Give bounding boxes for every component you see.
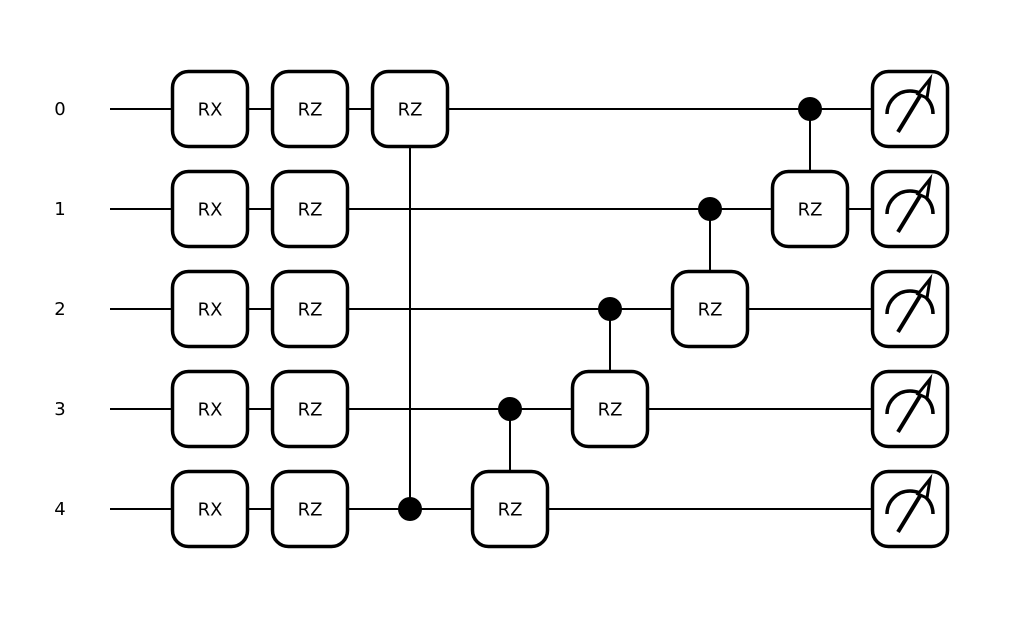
measurement <box>870 269 950 349</box>
meter-needle-icon <box>896 189 925 234</box>
wire-label: 0 <box>54 99 65 120</box>
meter-needle-icon <box>896 489 925 534</box>
gate-rz: RZ <box>270 69 350 149</box>
meter-arc-icon <box>885 189 935 215</box>
gate-box <box>670 269 750 349</box>
control-dot <box>598 297 622 321</box>
gate-box <box>270 169 350 249</box>
gate-box <box>770 169 850 249</box>
measurement <box>870 169 950 249</box>
meter-arc-icon <box>885 289 935 315</box>
gate-rz: RZ <box>670 269 750 349</box>
gate-label: RZ <box>298 300 323 321</box>
gate-label: RZ <box>398 100 423 121</box>
gate-box <box>270 269 350 349</box>
gate-rx: RX <box>170 269 250 349</box>
gate-box <box>270 469 350 549</box>
measurement <box>870 69 950 149</box>
gate-box <box>370 69 450 149</box>
meter-arc-icon <box>885 489 935 515</box>
meter-arrowhead-icon <box>915 73 933 101</box>
wire-label: 2 <box>54 299 65 320</box>
gate-box <box>170 369 250 449</box>
control-dot <box>698 197 722 221</box>
wire-label: 3 <box>54 399 65 420</box>
gate-box <box>270 69 350 149</box>
gate-rz: RZ <box>570 369 650 449</box>
wire-label: 1 <box>54 199 65 220</box>
control-dot <box>398 497 422 521</box>
gate-rz: RZ <box>270 469 350 549</box>
gate-box <box>170 269 250 349</box>
gate-rx: RX <box>170 369 250 449</box>
gate-box <box>470 469 550 549</box>
gate-label: RZ <box>498 500 523 521</box>
gate-rz: RZ <box>470 469 550 549</box>
gate-box <box>270 369 350 449</box>
gate-rz: RZ <box>270 369 350 449</box>
gate-label: RZ <box>798 200 823 221</box>
gate-label: RX <box>198 400 223 421</box>
meter-arrowhead-icon <box>915 173 933 201</box>
gate-label: RZ <box>598 400 623 421</box>
meter-arrowhead-icon <box>915 273 933 301</box>
gate-label: RZ <box>298 400 323 421</box>
gate-rz: RZ <box>770 169 850 249</box>
meter-needle-icon <box>896 389 925 434</box>
control-dot <box>498 397 522 421</box>
control-dot <box>798 97 822 121</box>
meter-arrowhead-icon <box>915 473 933 501</box>
gate-box <box>570 369 650 449</box>
meter-needle-icon <box>896 289 925 334</box>
meter-arc-icon <box>885 89 935 115</box>
wire-label: 4 <box>54 499 65 520</box>
gate-label: RZ <box>298 500 323 521</box>
gate-box <box>170 169 250 249</box>
gate-label: RZ <box>698 300 723 321</box>
gate-box <box>170 469 250 549</box>
gate-label: RX <box>198 300 223 321</box>
meter-arrowhead-icon <box>915 373 933 401</box>
gate-rz: RZ <box>270 269 350 349</box>
gate-rz: RZ <box>370 69 450 149</box>
gate-rz: RZ <box>270 169 350 249</box>
meter-needle-icon <box>896 89 925 134</box>
gate-label: RX <box>198 100 223 121</box>
gate-label: RX <box>198 200 223 221</box>
gate-label: RZ <box>298 200 323 221</box>
gate-label: RX <box>198 500 223 521</box>
measurement <box>870 369 950 449</box>
gate-box <box>170 69 250 149</box>
meter-arc-icon <box>885 389 935 415</box>
measurement <box>870 469 950 549</box>
gate-label: RZ <box>298 100 323 121</box>
gate-rx: RX <box>170 469 250 549</box>
gate-rx: RX <box>170 69 250 149</box>
gate-rx: RX <box>170 169 250 249</box>
